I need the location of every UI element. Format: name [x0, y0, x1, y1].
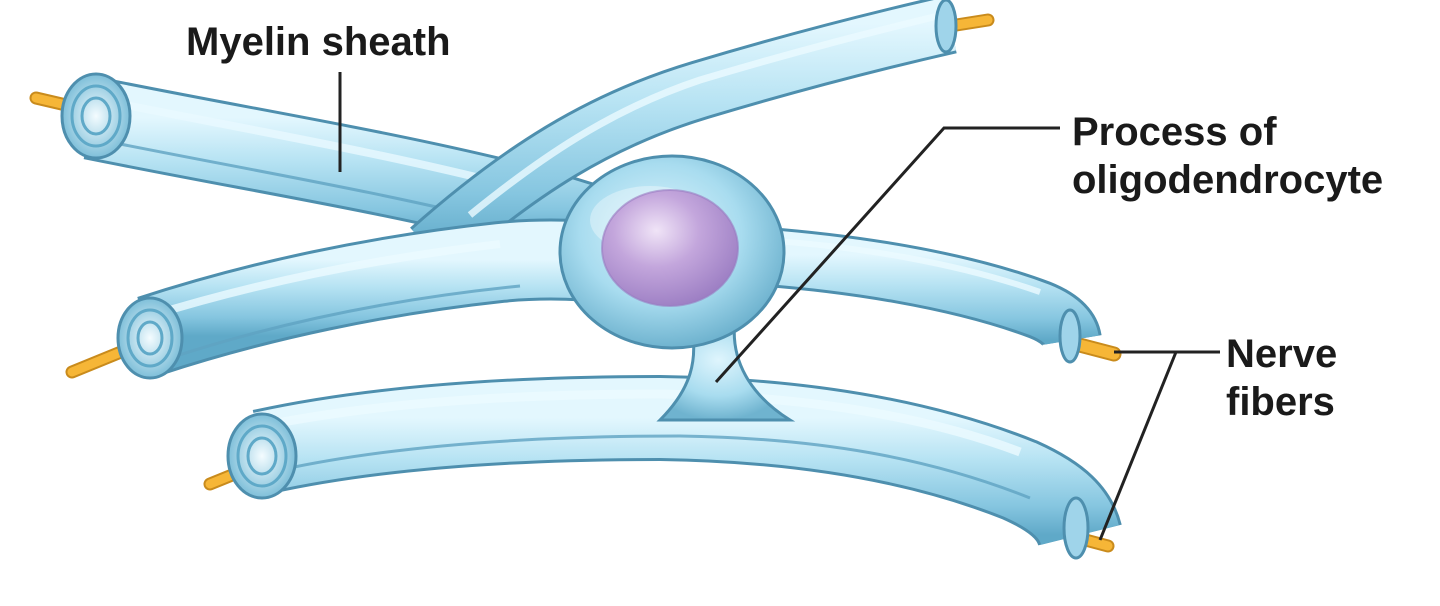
label-nerve-line1: Nerve — [1226, 332, 1338, 376]
myelin-sheath-middle-right-fiber — [738, 225, 1102, 364]
myelin-sheath-upper-right-fiber — [410, 0, 958, 273]
label-process-line2: oligodendrocyte — [1072, 158, 1384, 202]
leader-line-process — [714, 126, 1060, 384]
leader-line-nerve-fibers — [1098, 350, 1220, 541]
label-nerve-line2: fibers — [1226, 380, 1335, 424]
label-process-line1: Process of — [1072, 110, 1277, 154]
label-nerve-fibers: Nerve fibers — [1226, 330, 1337, 426]
nucleus — [601, 189, 739, 307]
myelin-sheath-bottom-fiber — [226, 374, 1122, 560]
label-process-of-oligodendrocyte: Process of oligodendrocyte — [1072, 108, 1383, 204]
label-myelin-sheath: Myelin sheath — [186, 18, 451, 66]
label-myelin-sheath-text: Myelin sheath — [186, 20, 451, 64]
